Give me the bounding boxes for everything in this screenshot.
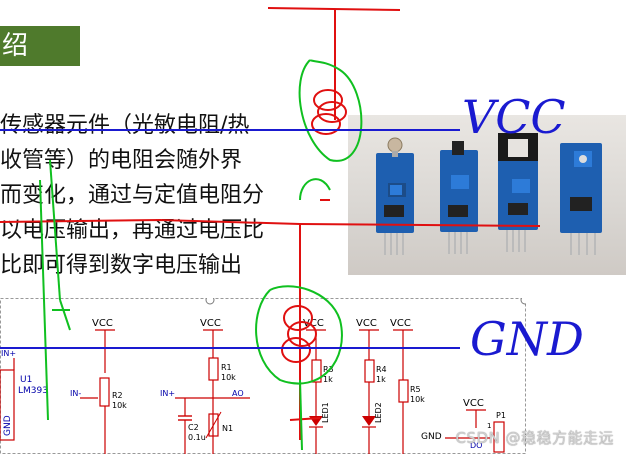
sensor-modules-photo [348, 115, 626, 275]
vcc-label-3: VCC [303, 318, 324, 329]
led2-label: LED2 [374, 402, 383, 423]
in-plus-left-label: IN+ [1, 349, 16, 358]
sensor-module-4 [560, 143, 602, 255]
text-line-1: 传感器元件（光敏电阻/热 [0, 113, 250, 138]
vcc-label-5: VCC [390, 318, 411, 329]
r5-label: R5 [410, 385, 421, 394]
sensor-module-3 [498, 133, 538, 252]
r5-value: 10k [410, 395, 425, 404]
vcc-label-6: VCC [463, 398, 484, 409]
gnd-annotation: GND [470, 312, 584, 366]
in-minus-label: IN- [70, 389, 81, 398]
vcc-label-2: VCC [200, 318, 221, 329]
led1-label: LED1 [321, 402, 330, 423]
sensor-module-2 [440, 141, 478, 254]
c2-value: 0.1u [188, 433, 206, 442]
r4-label: R4 [376, 365, 387, 374]
vcc-annotation: VCC [462, 90, 566, 144]
r1-value: 10k [221, 373, 236, 382]
p1-label: P1 [496, 411, 506, 420]
sensor-module-1 [376, 137, 414, 255]
c2-label: C2 [188, 423, 199, 432]
r2-value: 10k [112, 401, 127, 410]
do-label: DO [470, 441, 482, 450]
r4-value: 1k [376, 375, 386, 384]
sensor-schematic: VCC VCC VCC VCC VCC VCC IN+ U1 LM393 GND… [0, 295, 530, 454]
text-line-4: 以电压输出，再通过电压比 [0, 218, 265, 243]
r3-value: 1k [323, 375, 333, 384]
gnd-left-label: GND [3, 415, 13, 436]
lm393-label: LM393 [18, 386, 48, 396]
pin-number: 1 [487, 422, 491, 430]
slide-body-text: 传感器元件（光敏电阻/热 收管等）的电阻会随外界 而变化，通过与定值电阻分 以电… [0, 108, 345, 283]
vcc-label-1: VCC [92, 318, 113, 329]
ao-label: AO [232, 389, 244, 398]
r1-label: R1 [221, 363, 232, 372]
slide-title: 绍 [0, 26, 80, 66]
text-line-2: 收管等）的电阻会随外界 [0, 148, 243, 173]
r2-label: R2 [112, 391, 123, 400]
u1-label: U1 [20, 375, 32, 385]
n1-label: N1 [222, 424, 233, 433]
text-line-3: 而变化，通过与定值电阻分 [0, 183, 265, 208]
vcc-label-4: VCC [356, 318, 377, 329]
watermark: CSDN @稳稳方能走远 [455, 429, 614, 447]
gnd-right-label: GND [421, 432, 442, 442]
in-plus-label: IN+ [160, 389, 175, 398]
r3-label: R3 [323, 365, 334, 374]
text-line-5: 比即可得到数字电压输出 [0, 253, 243, 278]
